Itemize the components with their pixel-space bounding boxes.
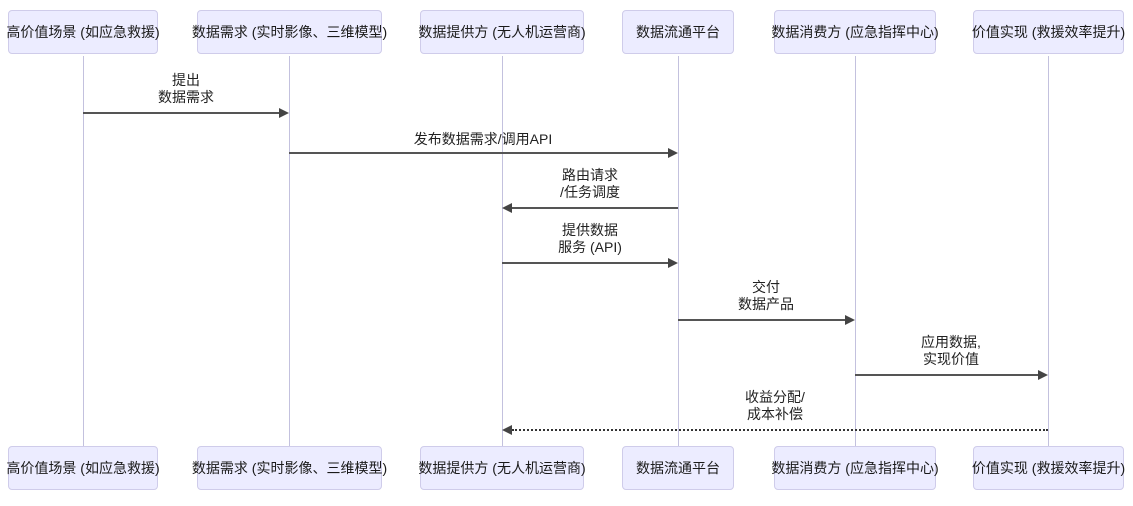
message-label: 收益分配/ 成本补偿 (745, 389, 805, 423)
actor-box-bottom: 高价值场景 (如应急救援) (6, 446, 160, 490)
lifeline (855, 56, 856, 446)
actor-box-top: 数据需求 (实时影像、三维模型) (192, 10, 387, 54)
message-label: 提供数据 服务 (API) (558, 222, 622, 256)
message-label-line: 数据产品 (738, 296, 794, 312)
lifeline (83, 56, 84, 446)
message-arrow (289, 152, 669, 154)
actor-box-bottom: 数据提供方 (无人机运营商) (418, 446, 586, 490)
message-label: 路由请求 /任务调度 (560, 167, 620, 201)
message-label-line: 提出 (172, 72, 200, 88)
message-arrow (512, 207, 678, 209)
message-label: 交付 数据产品 (738, 279, 794, 313)
message-label: 发布数据需求/调用API (414, 131, 552, 148)
arrowhead-icon (279, 108, 289, 118)
actor-box-top: 高价值场景 (如应急救援) (6, 10, 160, 54)
arrowhead-icon (845, 315, 855, 325)
arrowhead-icon (1038, 370, 1048, 380)
lifeline (1048, 56, 1049, 446)
message-label-line: 提供数据 (562, 222, 618, 238)
message-label-line: 实现价值 (922, 351, 979, 367)
message-label-line: 交付 (752, 279, 780, 295)
actor-box-bottom: 价值实现 (救援效率提升) (972, 446, 1125, 490)
actor-box-top: 数据提供方 (无人机运营商) (418, 10, 586, 54)
message-label: 应用数据, 实现价值 (921, 334, 981, 368)
lifeline (678, 56, 679, 446)
message-label-line: 应用数据, (921, 334, 981, 350)
actor-box-bottom: 数据需求 (实时影像、三维模型) (192, 446, 387, 490)
arrowhead-icon (502, 203, 512, 213)
lifeline (289, 56, 290, 446)
actor-box-bottom: 数据流通平台 (622, 446, 734, 490)
actor-box-bottom: 数据消费方 (应急指挥中心) (771, 446, 939, 490)
arrowhead-icon (668, 258, 678, 268)
message-label-line: 路由请求 (561, 167, 618, 183)
message-label-line: 发布数据需求/调用API (413, 131, 553, 147)
actor-box-top: 数据消费方 (应急指挥中心) (771, 10, 939, 54)
arrowhead-icon (668, 148, 678, 158)
actor-box-top: 数据流通平台 (622, 10, 734, 54)
message-arrow (855, 374, 1039, 376)
message-arrow (83, 112, 280, 114)
message-arrow (678, 319, 846, 321)
actor-box-top: 价值实现 (救援效率提升) (972, 10, 1125, 54)
message-label-line: 成本补偿 (746, 406, 803, 422)
message-arrow (502, 262, 669, 264)
message-label-line: 服务 (API) (558, 239, 622, 255)
message-label: 提出 数据需求 (158, 72, 214, 106)
arrowhead-icon (502, 425, 512, 435)
message-label-line: 数据需求 (158, 89, 214, 105)
message-arrow-dotted (512, 429, 1048, 431)
message-label-line: /任务调度 (560, 184, 620, 200)
lifeline (502, 56, 503, 446)
message-label-line: 收益分配/ (745, 389, 805, 405)
